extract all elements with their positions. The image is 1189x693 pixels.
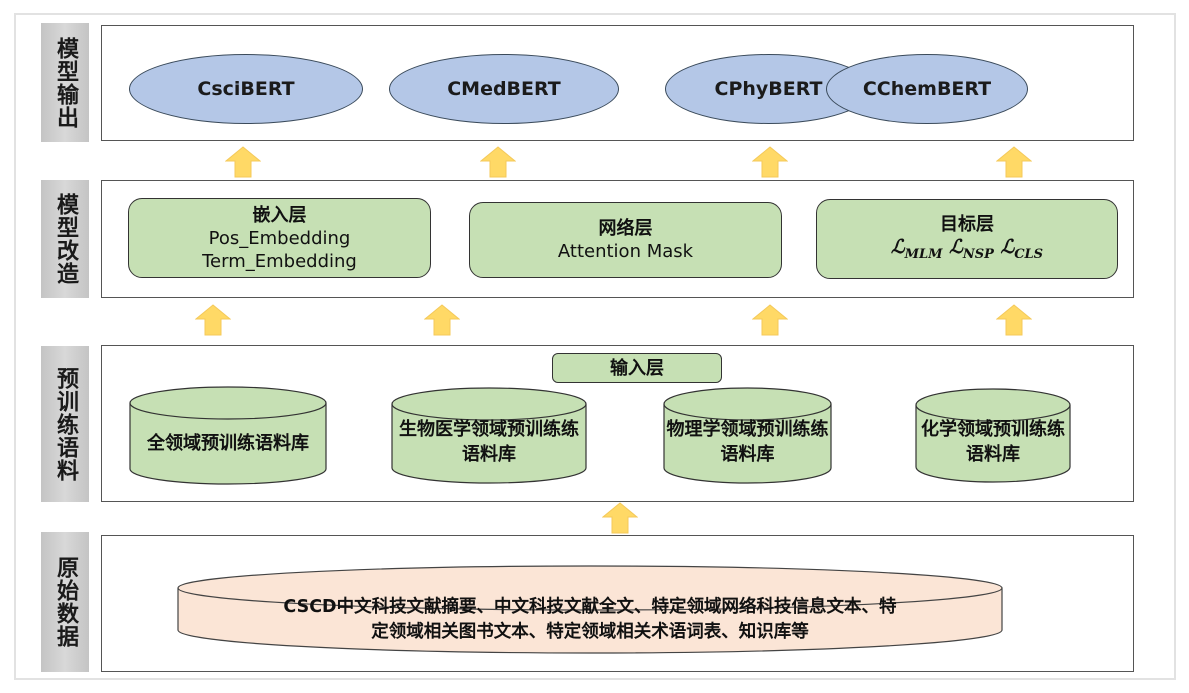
- model-node-cchem: CChemBERT: [826, 54, 1028, 124]
- model-node-csci: CsciBERT: [129, 54, 363, 124]
- model-output-panel: CsciBERT CMedBERT CPhyBERT CChemBERT: [101, 25, 1134, 141]
- up-arrow-icon: [424, 304, 460, 336]
- layer-label-pretraining-corpus: 预训练语料: [41, 346, 89, 502]
- network-layer-box: 网络层 Attention Mask: [469, 202, 782, 278]
- layer-label-model-modification: 模型改造: [41, 180, 89, 298]
- up-arrow-icon: [752, 146, 788, 178]
- up-arrow-icon: [195, 304, 231, 336]
- corpus-cylinder-physics: 物理学领域预训练练语料库: [663, 387, 832, 484]
- up-arrow-icon: [996, 304, 1032, 336]
- pretraining-corpus-panel: 输入层 全领域预训练语料库 生物医学领域预训练练语料库 物理学领域预训练练语料库…: [101, 345, 1134, 502]
- raw-data-panel: CSCD中文科技文献摘要、中文科技文献全文、特定领域网络科技信息文本、特定领域相…: [101, 535, 1134, 672]
- up-arrow-icon: [996, 146, 1032, 178]
- model-node-cmed: CMedBERT: [389, 54, 619, 124]
- model-node-cphy: CPhyBERT: [665, 54, 872, 124]
- corpus-cylinder-biomedical: 生物医学领域预训练练语料库: [391, 387, 587, 484]
- embedding-layer-box: 嵌入层 Pos_Embedding Term_Embedding: [128, 198, 431, 278]
- corpus-cylinder-general: 全领域预训练语料库: [129, 386, 327, 485]
- up-arrow-icon: [225, 146, 261, 178]
- loss-functions: ℒMLM ℒNSP ℒCLS: [890, 235, 1044, 262]
- up-arrow-icon: [480, 146, 516, 178]
- layer-label-model-output: 模型输出: [41, 23, 89, 142]
- input-layer-box: 输入层: [552, 353, 722, 383]
- layer-label-raw-data: 原始数据: [41, 532, 89, 672]
- objective-layer-box: 目标层 ℒMLM ℒNSP ℒCLS: [816, 199, 1118, 279]
- up-arrow-icon: [752, 304, 788, 336]
- raw-data-cylinder: CSCD中文科技文献摘要、中文科技文献全文、特定领域网络科技信息文本、特定领域相…: [177, 564, 1003, 656]
- up-arrow-icon: [602, 502, 638, 534]
- corpus-cylinder-chemistry: 化学领域预训练练语料库: [915, 388, 1071, 483]
- model-modification-panel: 嵌入层 Pos_Embedding Term_Embedding 网络层 Att…: [101, 180, 1134, 298]
